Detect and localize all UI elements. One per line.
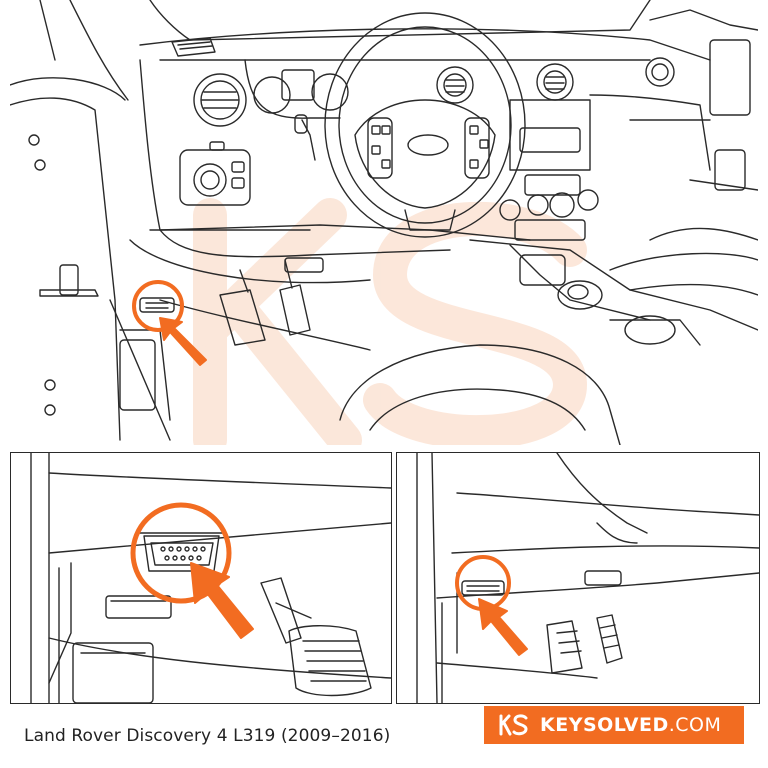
brand-badge: KEYSOLVED.COM [484,706,744,744]
watermark [193,198,587,445]
underdash-highlight [455,555,528,656]
vehicle-caption: Land Rover Discovery 4 L319 (2009–2016) [24,726,391,746]
closeup-inset [10,452,392,704]
underdash-drawing [416,453,759,703]
closeup-drawing [30,453,391,703]
closeup-highlight [130,502,254,639]
main-highlight [132,280,207,366]
brand-tld: .COM [668,714,722,736]
keysolved-logo-icon [499,714,528,736]
dashboard-overview [10,0,758,445]
underdash-inset [396,452,760,704]
brand-name: KEYSOLVED [540,714,669,736]
dashboard-drawing [10,0,758,445]
